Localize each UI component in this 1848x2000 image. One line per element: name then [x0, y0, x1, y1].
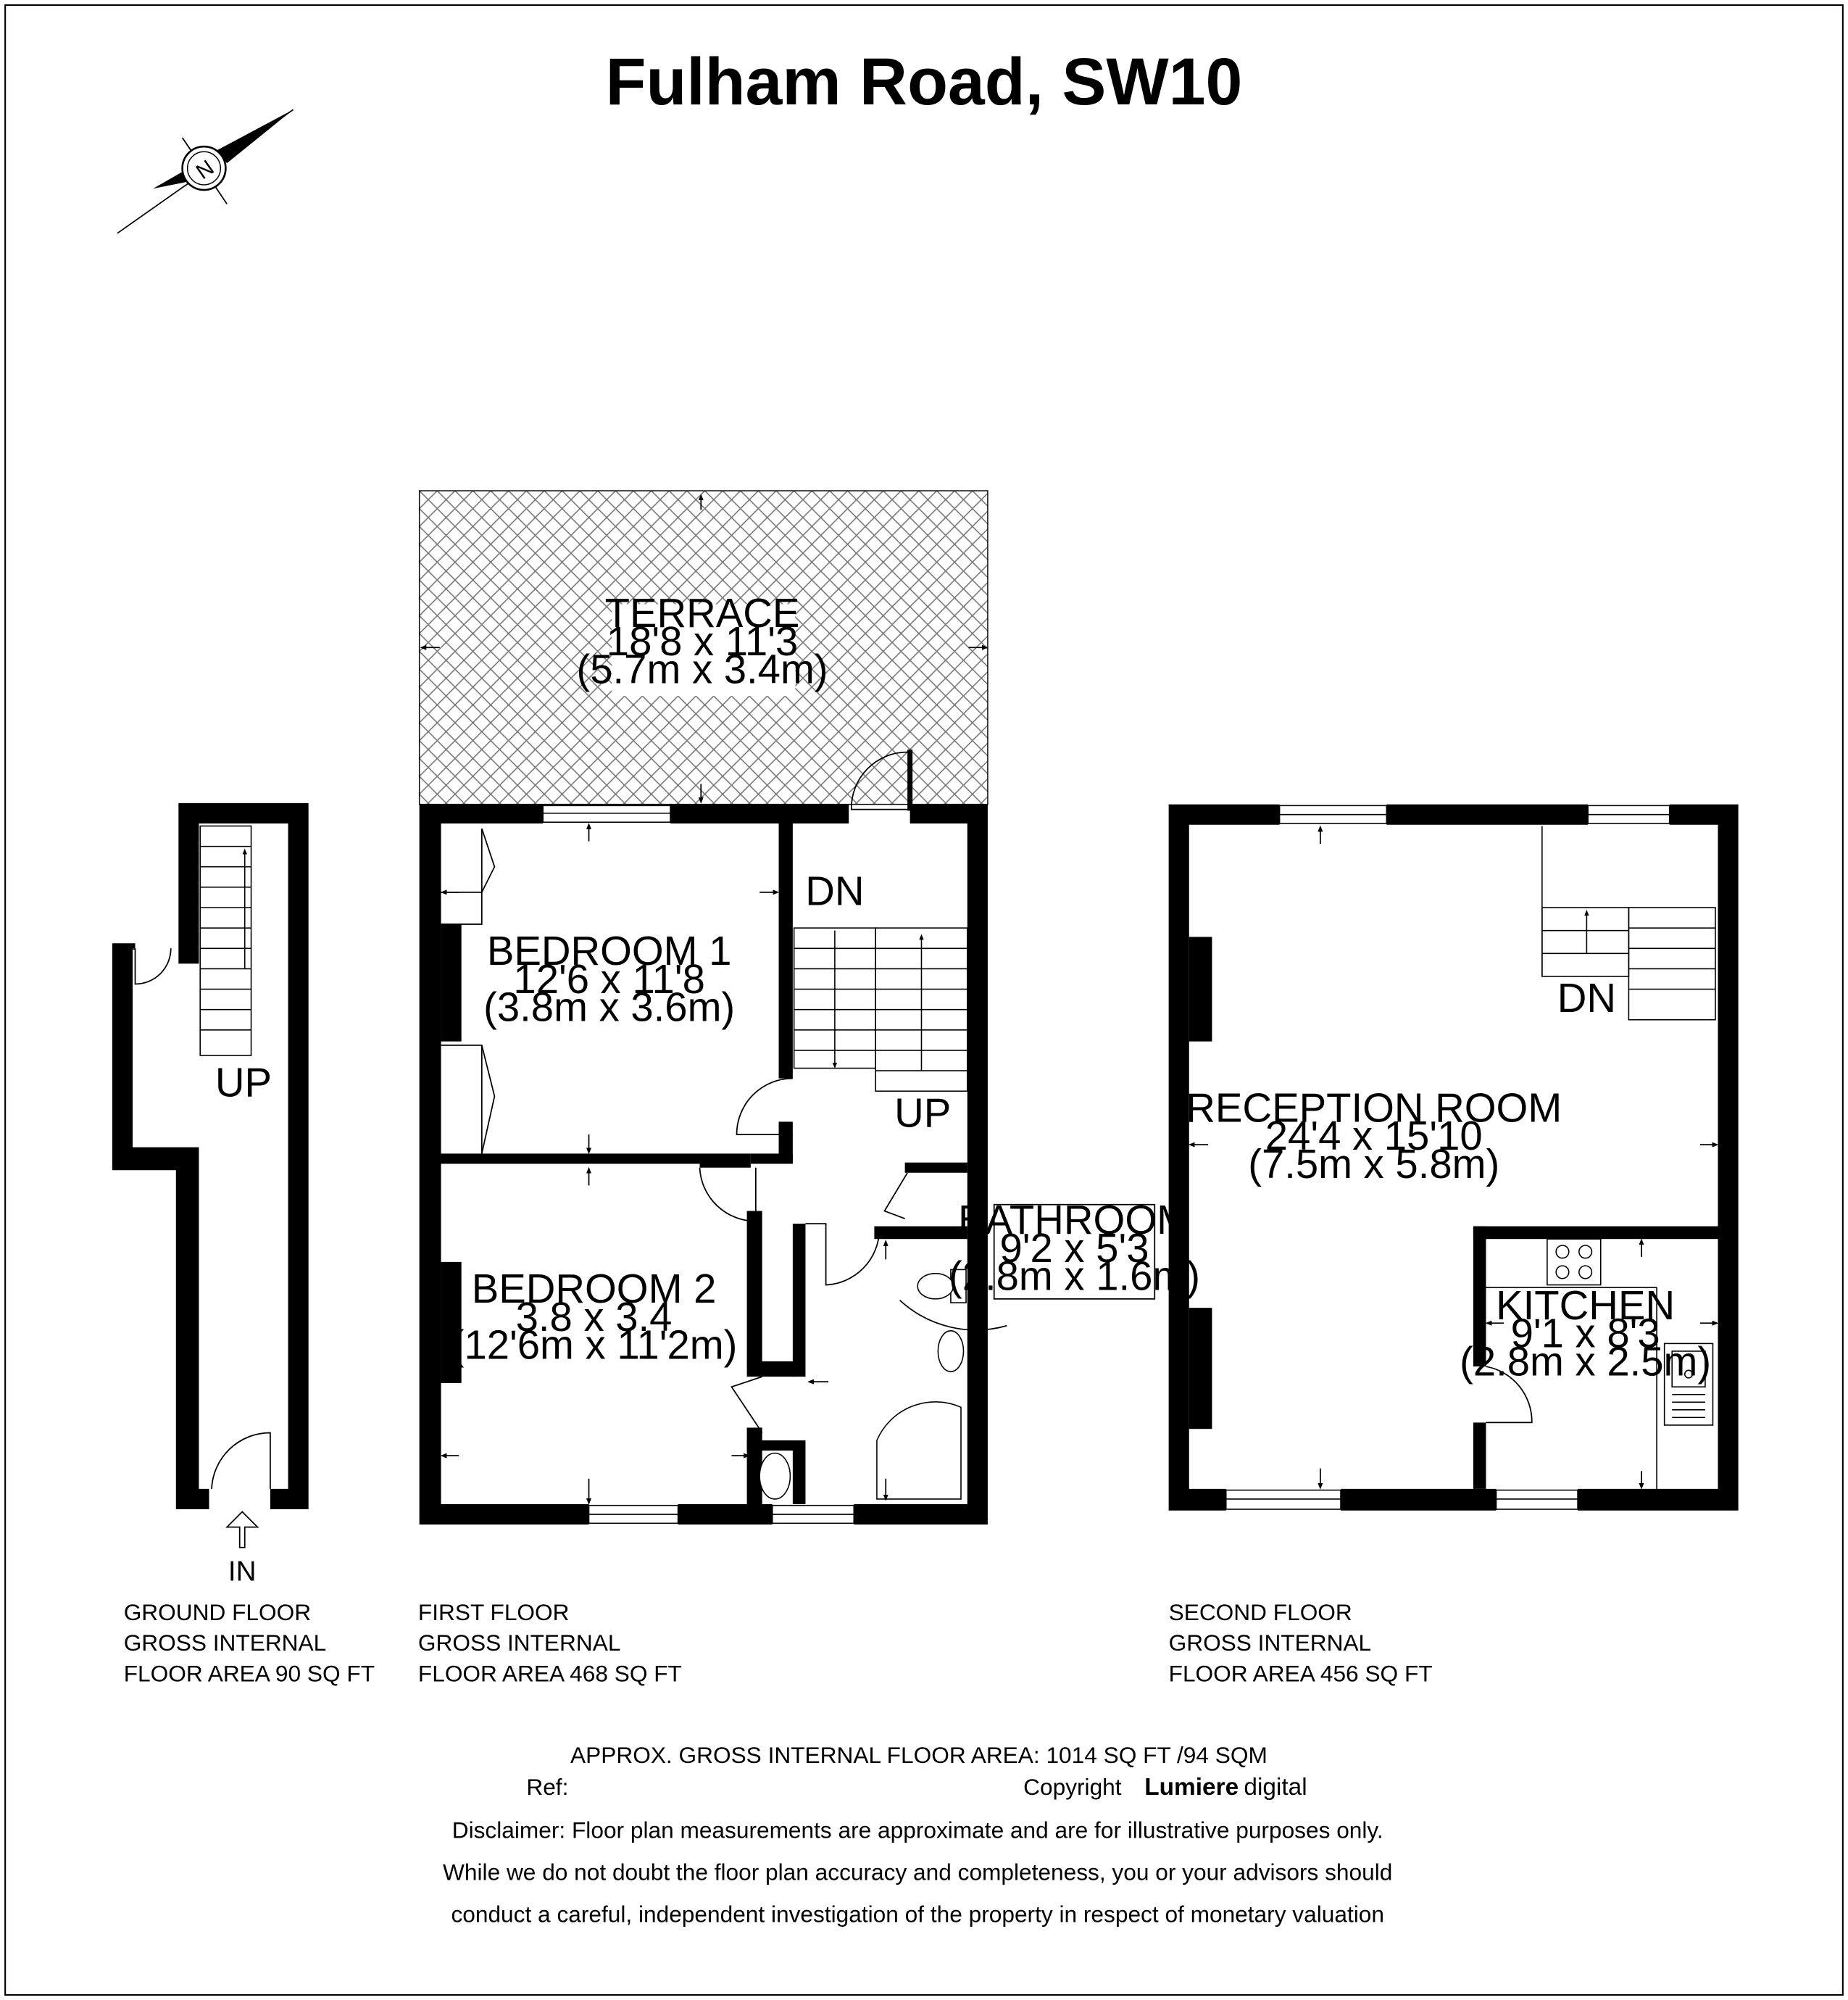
bathroom-dimensions-metric: (2.8m x 1.6m): [949, 1253, 1200, 1299]
page-border: [4, 4, 1844, 1996]
ground-floor-plan: [112, 802, 309, 1548]
wardrobes: [441, 828, 496, 1154]
ground-floor-caption: GROUND FLOOR GROSS INTERNAL FLOOR AREA 9…: [124, 1599, 375, 1686]
bedroom2-dimensions-imperial: 3.8 x 3.4: [516, 1294, 673, 1340]
terrace-name: TERRACE: [605, 590, 800, 636]
dimension-arrows: [420, 494, 988, 1505]
ground-stairs: [199, 825, 252, 1056]
entrance-label: IN: [228, 1556, 257, 1587]
entrance-arrow-icon: [225, 1511, 259, 1548]
second-floor-caption-line1: SECOND FLOOR: [1169, 1599, 1352, 1625]
first-stair-up-label: UP: [894, 1090, 951, 1135]
bedroom1-name: BEDROOM 1: [487, 928, 732, 974]
second-floor-stairs: [1541, 826, 1716, 1021]
total-area-line: APPROX. GROSS INTERNAL FLOOR AREA: 1014 …: [570, 1742, 1268, 1768]
second-floor-caption-line3: FLOOR AREA 456 SQ FT: [1169, 1660, 1433, 1686]
kitchen-door: [1486, 1366, 1533, 1424]
disclaimer-line-2: While we do not doubt the floor plan acc…: [443, 1859, 1392, 1885]
bathroom-label-box: [993, 1203, 1156, 1300]
brand-name-bold: Lumiere: [1144, 1774, 1239, 1801]
disclaimer-line-3: conduct a careful, independent investiga…: [451, 1901, 1384, 1928]
first-floor-caption-line3: FLOOR AREA 468 SQ FT: [418, 1660, 682, 1686]
terrace-dimensions-imperial: 18'8 x 11'3: [607, 618, 798, 664]
bedroom1-dimensions-metric: (3.8m x 3.6m): [483, 984, 735, 1030]
ground-floor-walls: [112, 802, 309, 1509]
first-floor-caption: FIRST FLOOR GROSS INTERNAL FLOOR AREA 46…: [418, 1599, 682, 1686]
plan-title: Fulham Road, SW10: [606, 45, 1243, 119]
copyright-label: Copyright: [1023, 1774, 1122, 1800]
first-floor-plan: [418, 490, 1156, 1525]
brand-name-light: digital: [1244, 1774, 1307, 1801]
kitchen-name: KITCHEN: [1496, 1282, 1675, 1328]
second-floor-caption: SECOND FLOOR GROSS INTERNAL FLOOR AREA 4…: [1169, 1599, 1433, 1686]
bedroom2-name: BEDROOM 2: [472, 1266, 717, 1311]
ground-door-swing: [134, 948, 172, 985]
reception-name: RECEPTION ROOM: [1186, 1084, 1562, 1130]
reception-dimensions-metric: (7.5m x 5.8m): [1248, 1141, 1499, 1187]
kitchen-dimensions-metric: (2.8m x 2.5m): [1460, 1338, 1711, 1384]
ground-floor-caption-line1: GROUND FLOOR: [124, 1599, 311, 1625]
kitchen-fixtures: [1486, 1238, 1714, 1489]
compass-icon: N: [117, 109, 294, 234]
first-floor-caption-line2: GROSS INTERNAL: [418, 1630, 621, 1656]
ground-entrance-door: [211, 1432, 271, 1489]
second-floor-windows: [1225, 805, 1670, 1510]
ground-floor-caption-line3: FLOOR AREA 90 SQ FT: [124, 1660, 375, 1686]
first-stair-down-label: DN: [805, 868, 864, 913]
kitchen-dimensions-imperial: 9'1 x 8'3: [1511, 1311, 1660, 1356]
ground-stair-up-label: UP: [215, 1059, 272, 1105]
bedroom1-dimensions-imperial: 12'6 x 11'8: [513, 956, 704, 1002]
first-floor-windows: [542, 805, 855, 1524]
first-floor-caption-line1: FIRST FLOOR: [418, 1599, 570, 1625]
disclaimer-line-1: Disclaimer: Floor plan measurements are …: [452, 1817, 1383, 1843]
bathroom-fixtures: [759, 1269, 967, 1500]
second-stair-down-label: DN: [1557, 975, 1616, 1021]
bathroom-name: BATHROOM: [958, 1197, 1191, 1242]
second-floor-plan: [1168, 804, 1739, 1511]
bathroom-dimensions-imperial: 9'2 x 5'3: [999, 1225, 1149, 1271]
reference-label: Ref:: [526, 1774, 568, 1800]
first-floor-doors: [699, 1077, 1007, 1433]
second-floor-arrows: [1188, 825, 1719, 1490]
terrace-dimensions-metric: (5.7m x 3.4m): [577, 647, 828, 692]
first-floor-stairs: [793, 927, 968, 1092]
terrace-label-bg: [612, 604, 796, 697]
ground-floor-caption-line2: GROSS INTERNAL: [124, 1630, 327, 1656]
second-floor-caption-line2: GROSS INTERNAL: [1169, 1630, 1372, 1656]
bedroom2-dimensions-metric: (12'6m x 11'2m): [451, 1322, 738, 1368]
reception-dimensions-imperial: 24'4 x 15'10: [1265, 1113, 1483, 1158]
